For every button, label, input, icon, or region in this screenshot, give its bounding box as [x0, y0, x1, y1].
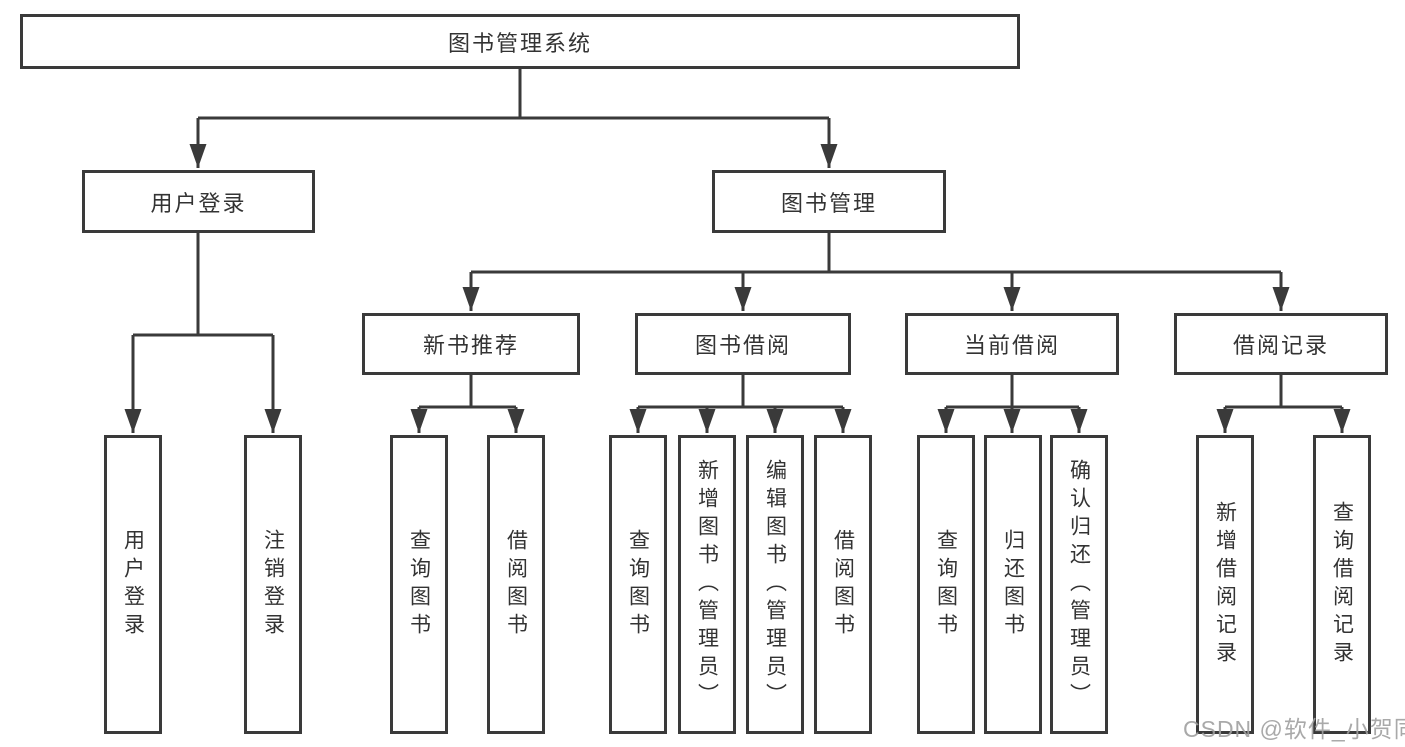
node-book-management-branch: 图书管理	[712, 170, 946, 233]
leaf-query-borrow-record: 查询借阅记录	[1313, 435, 1371, 734]
leaf-query-books-current: 查询图书	[917, 435, 975, 734]
node-user-login-branch: 用户登录	[82, 170, 315, 233]
leaf-add-borrow-record: 新增借阅记录	[1196, 435, 1254, 734]
leaf-add-books-admin: 新增图书（管理员）	[678, 435, 736, 734]
leaf-query-books-recommend: 查询图书	[390, 435, 448, 734]
leaf-logout: 注销登录	[244, 435, 302, 734]
node-current-borrow: 当前借阅	[905, 313, 1119, 375]
node-borrow-records: 借阅记录	[1174, 313, 1388, 375]
leaf-edit-books-admin: 编辑图书（管理员）	[746, 435, 804, 734]
leaf-borrow-books: 借阅图书	[814, 435, 872, 734]
leaf-confirm-return-admin: 确认归还（管理员）	[1050, 435, 1108, 734]
node-library-management-system: 图书管理系统	[20, 14, 1020, 69]
leaf-user-login: 用户登录	[104, 435, 162, 734]
leaf-borrow-books-recommend: 借阅图书	[487, 435, 545, 734]
node-new-book-recommend: 新书推荐	[362, 313, 580, 375]
node-book-borrow: 图书借阅	[635, 313, 851, 375]
csdn-watermark: CSDN @软件_小贺同学	[1183, 716, 1405, 742]
leaf-return-books: 归还图书	[984, 435, 1042, 734]
leaf-query-books-borrow: 查询图书	[609, 435, 667, 734]
